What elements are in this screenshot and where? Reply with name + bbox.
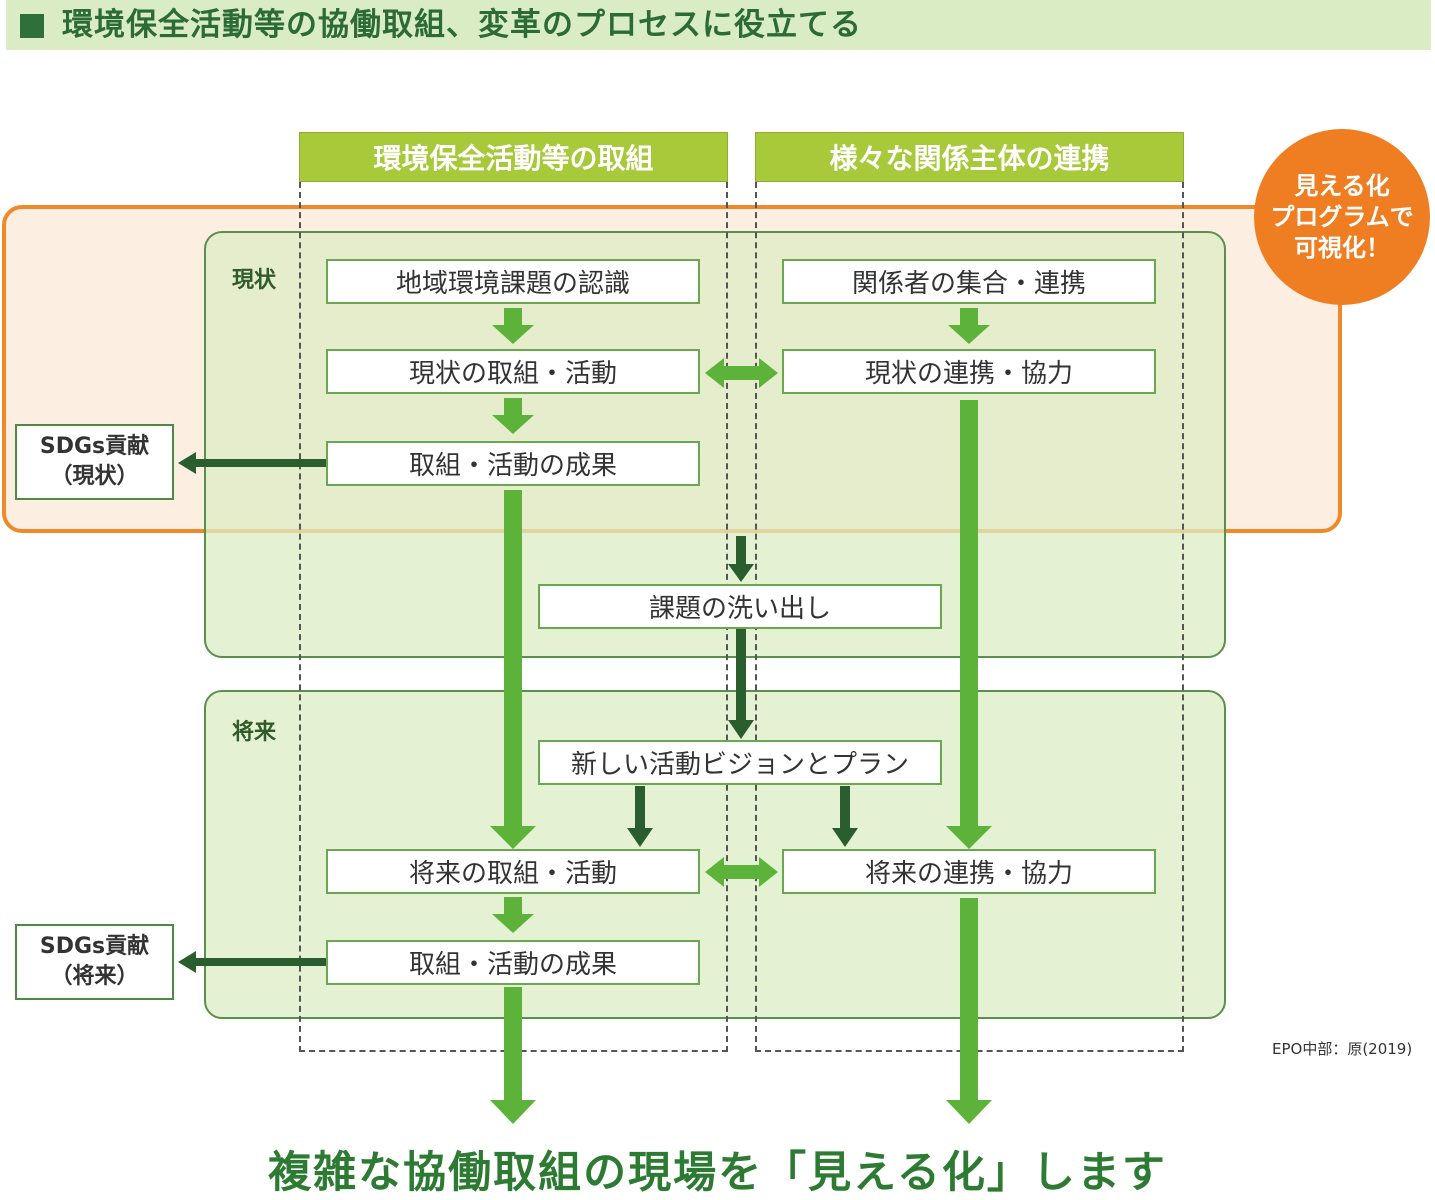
box-issues: 課題の洗い出し — [538, 584, 942, 629]
box-gathering: 関係者の集合・連携 — [782, 259, 1156, 304]
column-header-collaboration: 様々な関係主体の連携 — [755, 132, 1184, 182]
box-current-activities: 現状の取組・活動 — [326, 349, 700, 394]
arrow-vision-to-future-activities — [627, 786, 653, 847]
sdg-future-line2: （将来） — [50, 964, 139, 989]
sdg-current-line1: SDGs貢献 — [39, 434, 150, 459]
arrow-issues-to-vision — [728, 629, 754, 739]
double-arrow-current — [705, 358, 778, 388]
double-arrow-future — [705, 857, 778, 887]
page-title: 環境保全活動等の協働取組、変革のプロセスに役立てる — [62, 7, 862, 43]
arrow-gathering-to-cooperation — [948, 308, 990, 344]
arrow-future-activities-to-results — [492, 897, 534, 933]
arrow-activities-to-results — [492, 398, 534, 434]
box-current-cooperation: 現状の連携・協力 — [782, 349, 1156, 394]
arrow-current-coop-to-future-coop — [946, 400, 992, 849]
visualization-badge: 見える化 プログラムで 可視化！ — [1254, 129, 1430, 305]
sdg-box-current: SDGs貢献 （現状） — [15, 424, 174, 500]
box-vision: 新しい活動ビジョンとプラン — [538, 740, 942, 785]
box-future-activities: 将来の取組・活動 — [326, 849, 700, 894]
box-future-cooperation: 将来の連携・協力 — [782, 849, 1156, 894]
arrow-right-to-bottom — [946, 898, 992, 1124]
column-header-activities: 環境保全活動等の取組 — [299, 132, 728, 182]
box-recognition: 地域環境課題の認識 — [326, 259, 700, 304]
bottom-slogan: 複雑な協働取組の現場を「見える化」します — [268, 1148, 1167, 1198]
source-credit: EPO中部：原(2019) — [1272, 1040, 1413, 1058]
future-label: 将来 — [232, 720, 277, 745]
badge-line1: 見える化 — [1294, 171, 1390, 200]
arrow-vision-to-future-cooperation — [832, 786, 858, 847]
arrow-to-issues — [728, 536, 754, 582]
badge-line2: プログラムで — [1270, 202, 1414, 231]
sdg-current-line2: （現状） — [50, 464, 139, 489]
arrow-left-to-bottom — [490, 987, 536, 1124]
box-future-results: 取組・活動の成果 — [326, 940, 700, 985]
sdg-future-line1: SDGs貢献 — [39, 934, 150, 959]
arrow-current-results-to-future-activities — [490, 490, 536, 849]
arrow-to-sdg-current — [178, 452, 326, 474]
sdg-box-future: SDGs貢献 （将来） — [15, 924, 174, 1000]
badge-line3: 可視化！ — [1294, 233, 1390, 262]
current-label: 現状 — [232, 268, 277, 293]
header-square-icon — [20, 14, 44, 38]
arrow-recognition-to-activities — [492, 308, 534, 344]
header-bar — [6, 0, 1431, 50]
arrow-to-sdg-future — [178, 951, 326, 973]
box-current-results: 取組・活動の成果 — [326, 441, 700, 486]
